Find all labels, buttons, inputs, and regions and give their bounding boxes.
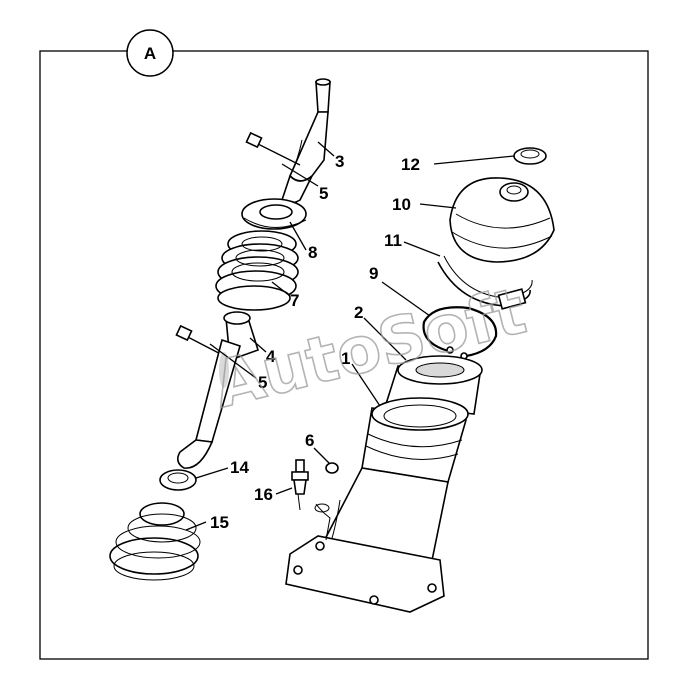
view-badge: A <box>126 29 174 77</box>
part-5-bolt-upper <box>245 131 301 166</box>
callout-4: 4 <box>266 347 276 366</box>
callout-11: 11 <box>384 231 402 250</box>
part-15-spring <box>109 502 201 581</box>
leader-lines <box>185 141 515 531</box>
part-lever-lower-shaft <box>176 338 241 469</box>
part-8-washer <box>241 198 307 230</box>
callout-5-lower: 5 <box>258 373 267 392</box>
part-14-seal-ring <box>159 469 197 491</box>
callout-15: 15 <box>210 513 229 532</box>
part-3-gear-lever-upper <box>281 78 331 204</box>
part-7-spring-boot <box>215 230 299 311</box>
callout-labels: 3 5 8 7 4 5 14 15 12 10 11 9 2 1 6 16 <box>210 152 420 532</box>
callout-14: 14 <box>230 458 249 477</box>
callout-7: 7 <box>290 291 299 310</box>
view-badge-label: A <box>144 44 156 63</box>
callout-16: 16 <box>254 485 273 504</box>
callout-9: 9 <box>369 264 378 283</box>
callout-5-upper: 5 <box>319 184 328 203</box>
callout-2: 2 <box>354 303 363 322</box>
callout-12: 12 <box>401 155 420 174</box>
callout-8: 8 <box>308 243 317 262</box>
part-10-dust-cap <box>449 177 555 263</box>
part-6-plug <box>325 462 339 474</box>
part-12-hose-clip <box>513 147 547 165</box>
callout-10: 10 <box>392 195 411 214</box>
callout-1: 1 <box>341 349 350 368</box>
part-1-gear-housing <box>285 397 469 613</box>
diagram-frame <box>39 50 649 660</box>
callout-6: 6 <box>305 431 314 450</box>
part-11-band-clamp <box>437 255 533 310</box>
callout-3: 3 <box>335 152 344 171</box>
part-16-breather-valve <box>291 459 309 511</box>
